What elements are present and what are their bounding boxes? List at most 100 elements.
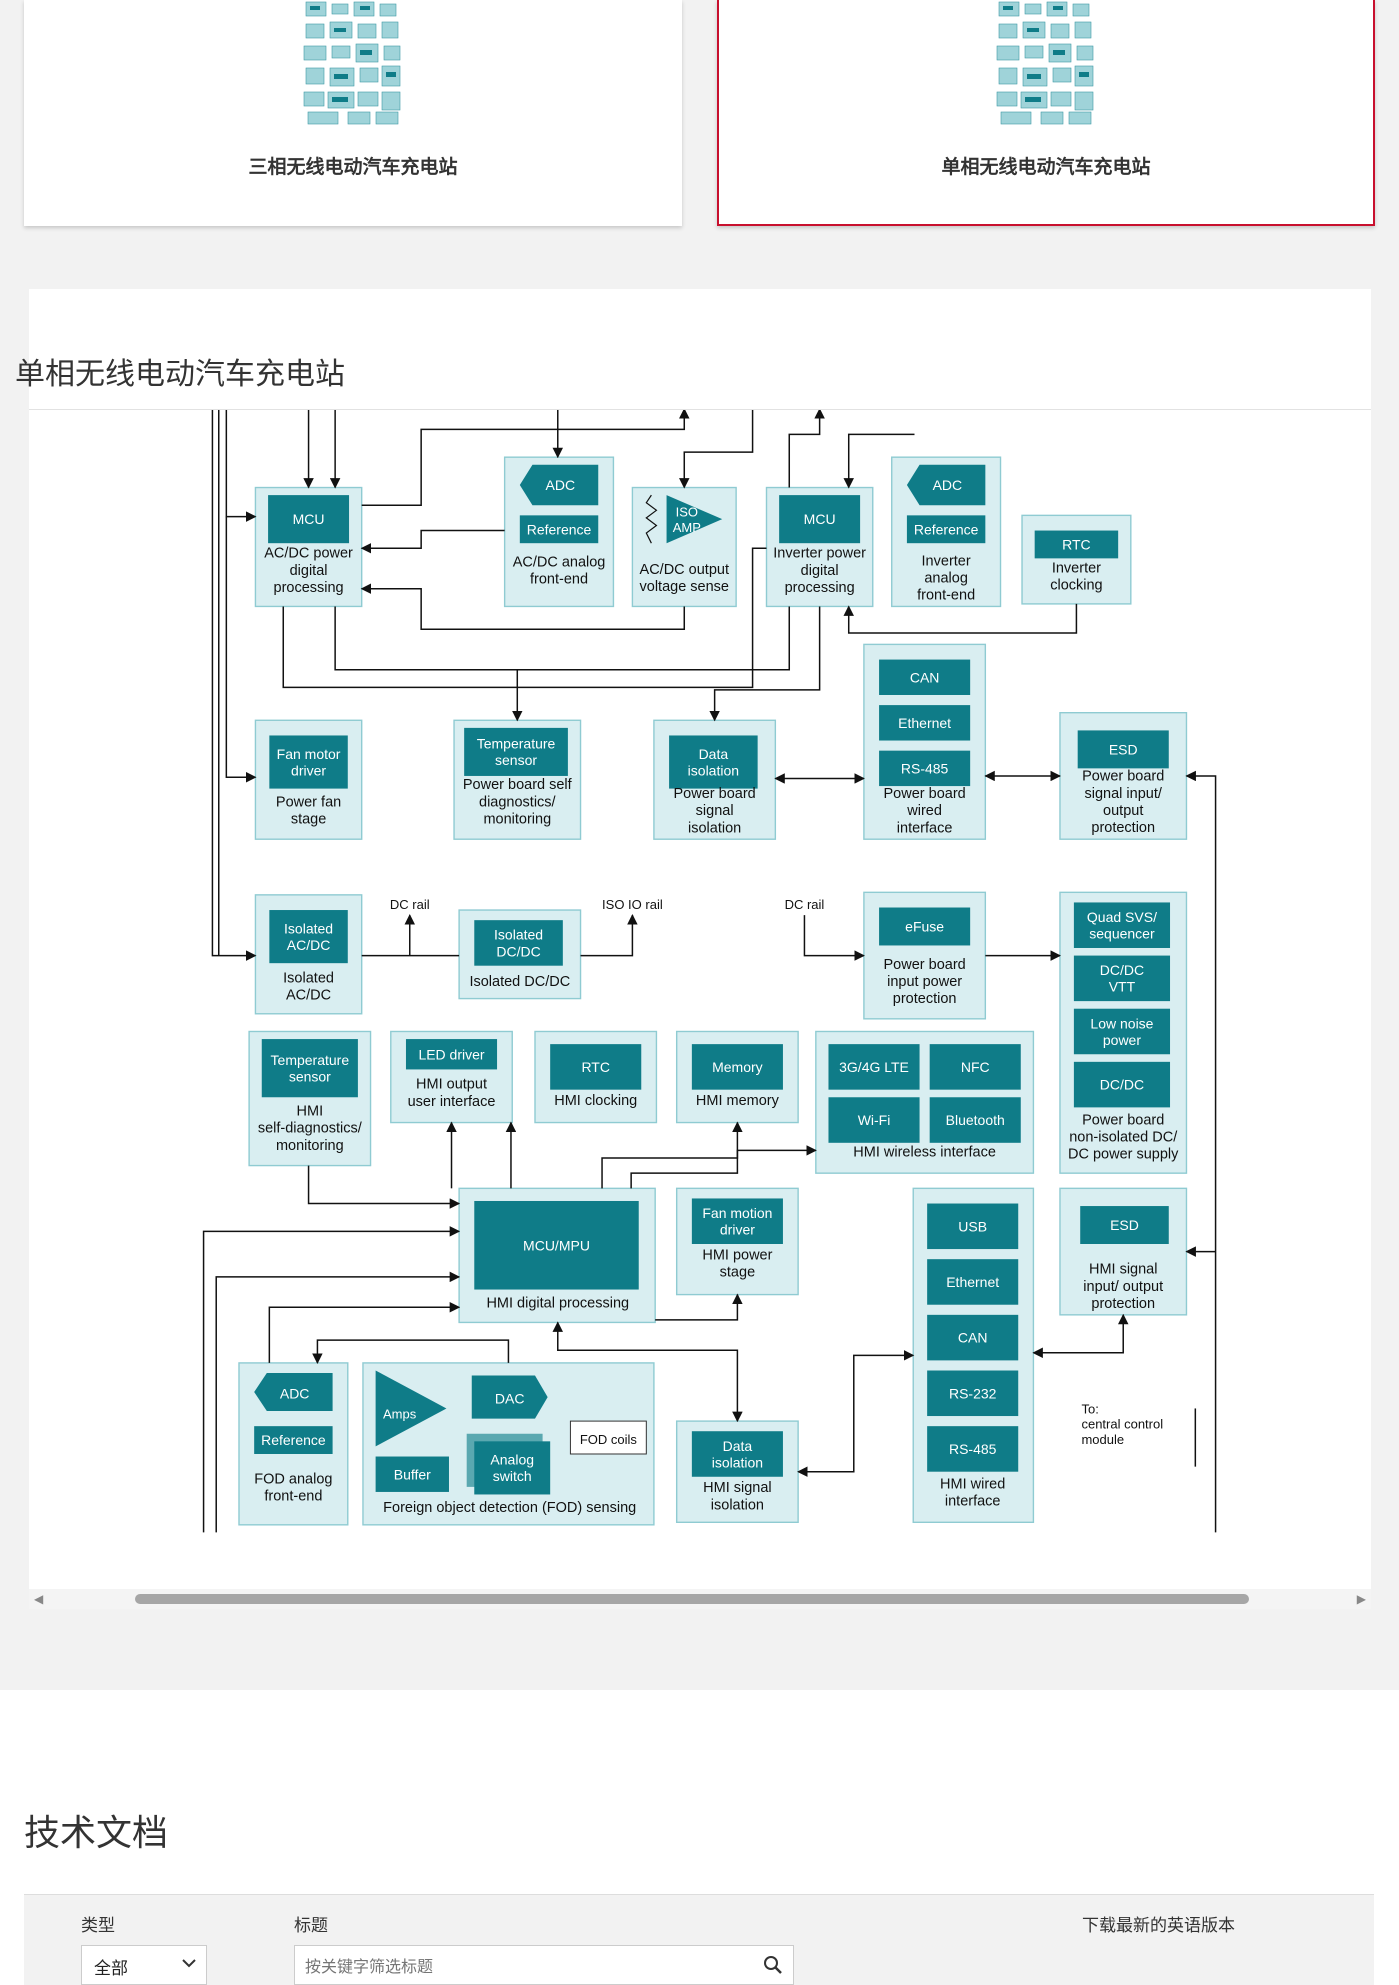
- connector: [225, 410, 257, 522]
- diagram-label: Reference: [914, 521, 979, 537]
- chip-data-isolation: [691, 1431, 783, 1477]
- diagram-label: CAN: [910, 669, 940, 685]
- scrollbar-thumb[interactable]: [135, 1594, 1249, 1604]
- title-search-box[interactable]: [294, 1945, 794, 1985]
- diagram-label: RS-485: [949, 1441, 997, 1457]
- diagram-label: ADC: [546, 477, 576, 493]
- diagram-label: MCU: [804, 511, 836, 527]
- reference-card-three-phase[interactable]: 三相无线电动汽车充电站: [24, 0, 682, 226]
- diagram-label: Wi-Fi: [858, 1112, 891, 1128]
- chip-rs485: [879, 750, 971, 787]
- search-icon[interactable]: [763, 1955, 783, 1975]
- chip-iso-amp: [666, 495, 723, 544]
- diagram-title: 单相无线电动汽车充电站: [15, 357, 345, 392]
- chip-dcdc-vtt: [1073, 955, 1171, 1002]
- rail-label: ISO IO rail: [602, 897, 663, 912]
- diagram-label: Quad SVS/sequencer: [1087, 909, 1157, 942]
- connector: [215, 1271, 461, 1533]
- block-caption: Isolated DC/DC: [469, 974, 570, 990]
- chip-fan-motion: [691, 1198, 783, 1244]
- diagram-label: MCU: [293, 511, 325, 527]
- title-search-input[interactable]: [303, 1952, 747, 1980]
- diagram-label: USB: [958, 1218, 987, 1234]
- chip-adc: [906, 464, 986, 506]
- block-rtc-inverter: [1021, 514, 1132, 605]
- diagram-label: Buffer: [394, 1466, 431, 1482]
- block-diagram-thumbnail: [996, 1, 1094, 125]
- connector: [360, 529, 505, 554]
- diagram-label: Ethernet: [898, 715, 951, 731]
- chip-adc: [254, 1373, 333, 1411]
- diagram-label: RTC: [581, 1059, 610, 1075]
- chip-ethernet: [927, 1259, 1019, 1305]
- horizontal-scrollbar[interactable]: ◀ ▶: [29, 1589, 1371, 1609]
- chip-isolated-dcdc: [474, 920, 563, 966]
- block-caption: HMI digital processing: [486, 1295, 629, 1311]
- chevron-down-icon: [182, 1959, 196, 1968]
- chip-low-noise: [1073, 1008, 1171, 1055]
- chip-isolated-acdc: [269, 910, 348, 964]
- chip-temp-sensor: [261, 1039, 358, 1098]
- connector: [630, 1145, 817, 1189]
- connector: [552, 1321, 743, 1423]
- diagram-label: ADC: [280, 1385, 310, 1401]
- chip-rs485: [927, 1426, 1019, 1472]
- diagram-label: Reference: [261, 1432, 326, 1448]
- diagram-label: Bluetooth: [946, 1112, 1005, 1128]
- chip-led-driver: [405, 1039, 498, 1070]
- diagram-label: RS-232: [949, 1385, 997, 1401]
- chip-bluetooth: [929, 1097, 1021, 1143]
- chip-amps: [375, 1370, 447, 1447]
- chip-ethernet: [879, 705, 971, 741]
- scroll-right-icon[interactable]: ▶: [1356, 1592, 1366, 1606]
- download-english-link[interactable]: 下载最新的英语版本: [1082, 1916, 1235, 1936]
- chip-esd: [1080, 1206, 1169, 1244]
- type-select[interactable]: 全部: [81, 1945, 207, 1985]
- connector: [709, 606, 821, 722]
- connector: [601, 1121, 743, 1189]
- chip-reference: [519, 515, 599, 544]
- block-caption: Foreign object detection (FOD) sensing: [383, 1500, 636, 1516]
- connector: [679, 410, 754, 489]
- diagram-label: Ethernet: [946, 1274, 999, 1290]
- connector: [211, 410, 257, 961]
- connector: [225, 516, 257, 783]
- diagram-label: RTC: [1062, 537, 1091, 553]
- block-caption: HMI clocking: [554, 1093, 637, 1109]
- chip-dcdc: [1073, 1061, 1171, 1108]
- rail-label: DC rail: [390, 897, 430, 912]
- block-diagram-thumbnail: [303, 1, 401, 125]
- chip-efuse: [879, 907, 971, 946]
- chip-svs: [1073, 902, 1171, 948]
- connector: [655, 1293, 743, 1321]
- connector: [580, 914, 638, 957]
- chip-wifi: [828, 1097, 920, 1143]
- scroll-left-icon[interactable]: ◀: [34, 1592, 44, 1606]
- card-caption: 三相无线电动汽车充电站: [248, 156, 458, 178]
- chip-rtc: [1034, 530, 1119, 559]
- reference-card-single-phase[interactable]: 单相无线电动汽车充电站: [717, 0, 1375, 226]
